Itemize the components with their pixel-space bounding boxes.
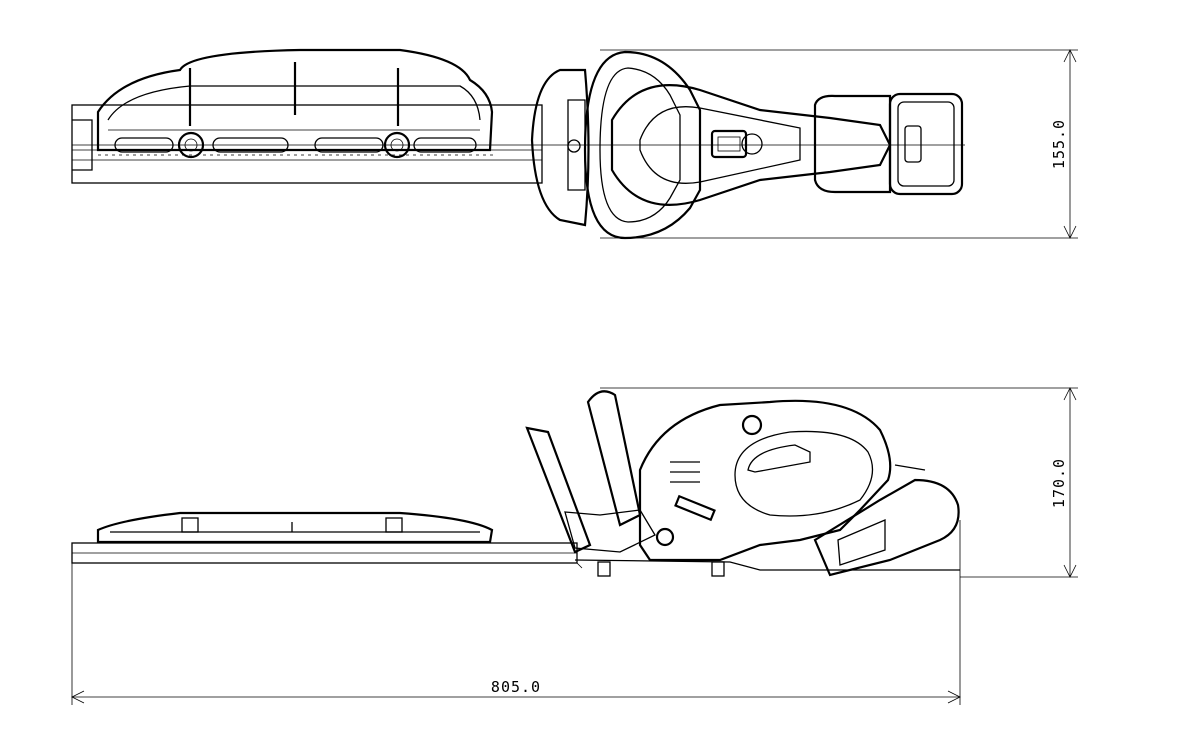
dim-label-170: 170.0: [1050, 458, 1068, 508]
dim-overall-length: 805.0: [71, 520, 961, 705]
dim-height-top: 155.0: [1050, 49, 1077, 239]
dim-label-805: 805.0: [491, 678, 541, 696]
dim-height-side: 170.0: [1050, 387, 1077, 578]
side-view: [71, 387, 1078, 578]
dim-label-155: 155.0: [1050, 119, 1068, 169]
top-view: [71, 48, 1078, 240]
